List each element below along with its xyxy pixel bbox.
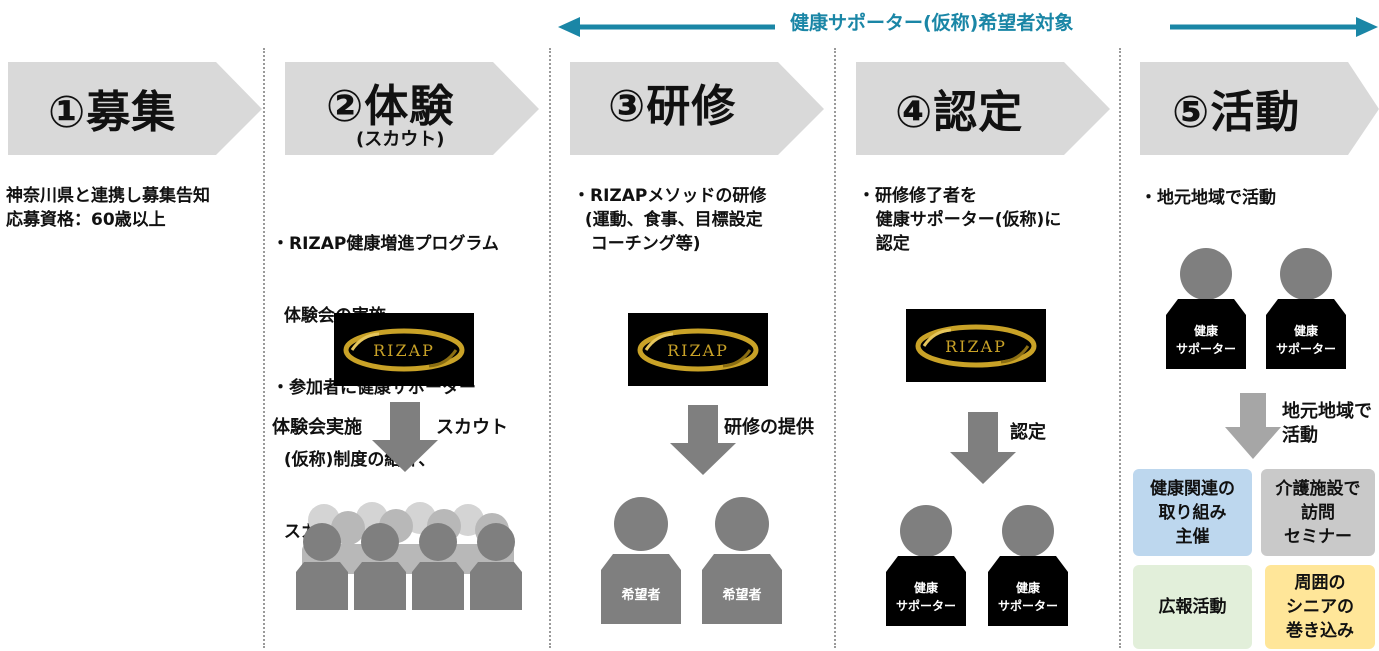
supporter-label: 健康 (1294, 323, 1319, 338)
activity-box-pr: 広報活動 (1133, 565, 1252, 649)
step-3-description: ・RIZAPメソッドの研修 (運動、食事、目標設定 コーチング等) (573, 184, 766, 256)
step-5-chevron (1140, 62, 1379, 155)
desc-line: コーチング等) (573, 234, 701, 254)
supporter-figure: 健康 サポーター (886, 505, 966, 626)
desc-line: ・RIZAPメソッドの研修 (573, 186, 767, 206)
step-3-title: ③研修 (608, 81, 737, 132)
supporter-figure: 健康 サポーター (1266, 248, 1346, 369)
desc-line: 応募資格：60歳以上 (6, 210, 166, 230)
step-1-description: 神奈川県と連携し募集告知 応募資格：60歳以上 (6, 184, 210, 232)
arrow-label-certify: 認定 (1010, 422, 1046, 443)
step-4-chevron (856, 62, 1110, 155)
step-4-title: ④認定 (895, 87, 1024, 138)
arrow-label-activity-line: 活動 (1282, 425, 1318, 446)
rizap-logo: RIZAP (628, 313, 768, 386)
arrow-label-activity-line: 地元地域で (1282, 401, 1372, 422)
applicant-figure: 希望者 (702, 497, 782, 624)
supporter-figure: 健康 サポーター (988, 505, 1068, 626)
rizap-logo-text: RIZAP (373, 341, 435, 360)
desc-line: 神奈川県と連携し募集告知 (6, 186, 210, 206)
supporter-label: サポーター (998, 598, 1058, 613)
supporter-label: 健康 (1194, 323, 1219, 338)
divider-4 (1119, 48, 1121, 648)
down-arrow (372, 402, 438, 472)
arrow-label-trial: 体験会実施 (272, 417, 362, 438)
supporter-label: 健康 (914, 580, 939, 595)
desc-line: (運動、食事、目標設定 (573, 210, 763, 230)
supporter-label: サポーター (1176, 341, 1236, 356)
desc-line: ・研修修了者を (858, 186, 977, 206)
crowd-icon (296, 502, 522, 610)
activity-box-senior-involvement: 周囲の シニアの 巻き込み (1265, 565, 1375, 649)
desc-line: ・地元地域で活動 (1140, 188, 1276, 208)
down-arrow (950, 412, 1016, 484)
rizap-logo-text: RIZAP (667, 341, 729, 360)
down-arrow (1225, 393, 1281, 459)
step-5-title: ⑤活動 (1172, 87, 1301, 138)
desc-line: 認定 (858, 234, 910, 254)
step-1-title: ①募集 (48, 87, 177, 138)
arrow-label-activity: 地元地域で 活動 (1282, 400, 1372, 448)
activity-box-text: 周囲の シニアの 巻き込み (1286, 573, 1354, 641)
supporter-figure: 健康 サポーター (1166, 248, 1246, 369)
divider-3 (834, 48, 836, 648)
activity-box-text: 広報活動 (1158, 597, 1227, 617)
applicant-label: 希望者 (722, 587, 761, 603)
applicant-figure: 希望者 (601, 497, 681, 624)
supporter-label: サポーター (896, 598, 956, 613)
activity-box-care-seminar: 介護施設で 訪問 セミナー (1261, 469, 1375, 556)
step-2-subtitle: (スカウト) (356, 129, 445, 150)
step-2-title: ②体験 (326, 81, 455, 132)
banner-label: 健康サポーター(仮称)希望者対象 (790, 12, 1074, 34)
supporter-label: 健康 (1016, 580, 1041, 595)
rizap-logo: RIZAP (334, 313, 474, 386)
banner-arrow (558, 17, 1378, 37)
desc-line: 健康サポーター(仮称)に (858, 210, 1062, 230)
activity-box-text: 健康関連の 取り組み 主催 (1150, 478, 1235, 547)
step-2-chevron (285, 62, 539, 155)
rizap-logo-text: RIZAP (945, 337, 1007, 356)
step-1-chevron (8, 62, 262, 155)
rizap-logo: RIZAP (906, 309, 1046, 382)
arrow-label-scout: スカウト (436, 417, 508, 438)
desc-line: ・RIZAP健康増進プログラム (272, 234, 499, 254)
step-5-description: ・地元地域で活動 (1140, 186, 1276, 210)
activity-box-health-events: 健康関連の 取り組み 主催 (1133, 469, 1252, 556)
step-3-chevron (570, 62, 824, 155)
step-4-description: ・研修修了者を 健康サポーター(仮称)に 認定 (858, 184, 1061, 256)
divider-1 (263, 48, 265, 648)
applicant-label: 希望者 (621, 587, 660, 603)
arrow-label-training: 研修の提供 (724, 417, 814, 438)
supporter-label: サポーター (1276, 341, 1336, 356)
activity-box-text: 介護施設で 訪問 セミナー (1275, 478, 1361, 547)
down-arrow (670, 405, 736, 475)
divider-2 (549, 48, 551, 648)
